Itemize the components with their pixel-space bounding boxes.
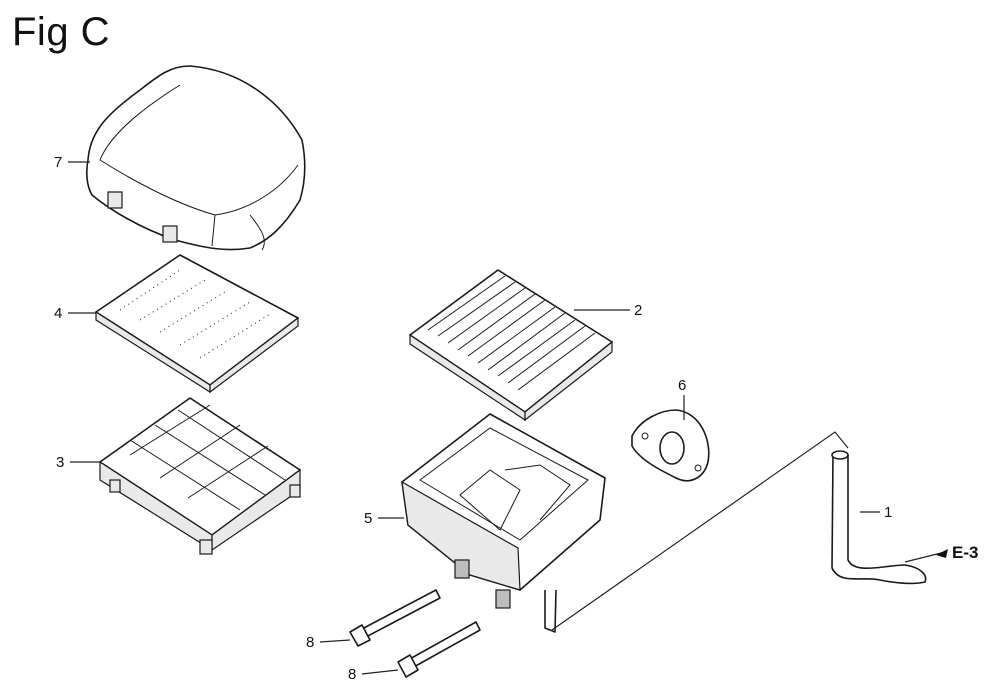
part-5-air-cleaner-case[interactable] — [401, 413, 606, 633]
leader-lines — [68, 161, 946, 675]
callout-1: 1 — [884, 504, 892, 521]
part-2-paper-filter[interactable] — [409, 269, 613, 422]
part-4-foam-filter[interactable] — [95, 254, 299, 394]
callout-8-lower: 8 — [348, 666, 356, 683]
part-7-air-cleaner-cover[interactable] — [86, 65, 306, 251]
part-8-bolt-lower[interactable] — [397, 621, 481, 678]
callout-7: 7 — [54, 154, 62, 171]
callout-8-upper: 8 — [306, 634, 314, 651]
part-1-breather-tube[interactable] — [831, 450, 927, 585]
callout-4: 4 — [54, 305, 62, 322]
callout-3: 3 — [56, 454, 64, 471]
callout-6: 6 — [678, 377, 686, 394]
reference-label: E-3 — [952, 543, 978, 562]
page-title: Fig C — [12, 10, 111, 54]
part-3-filter-grid[interactable] — [99, 397, 301, 555]
part-8-bolt-upper[interactable] — [349, 589, 441, 647]
callout-5: 5 — [364, 510, 372, 527]
callout-2: 2 — [634, 302, 642, 319]
part-6-gasket[interactable] — [631, 409, 710, 482]
reference-arrow-icon — [936, 549, 948, 558]
